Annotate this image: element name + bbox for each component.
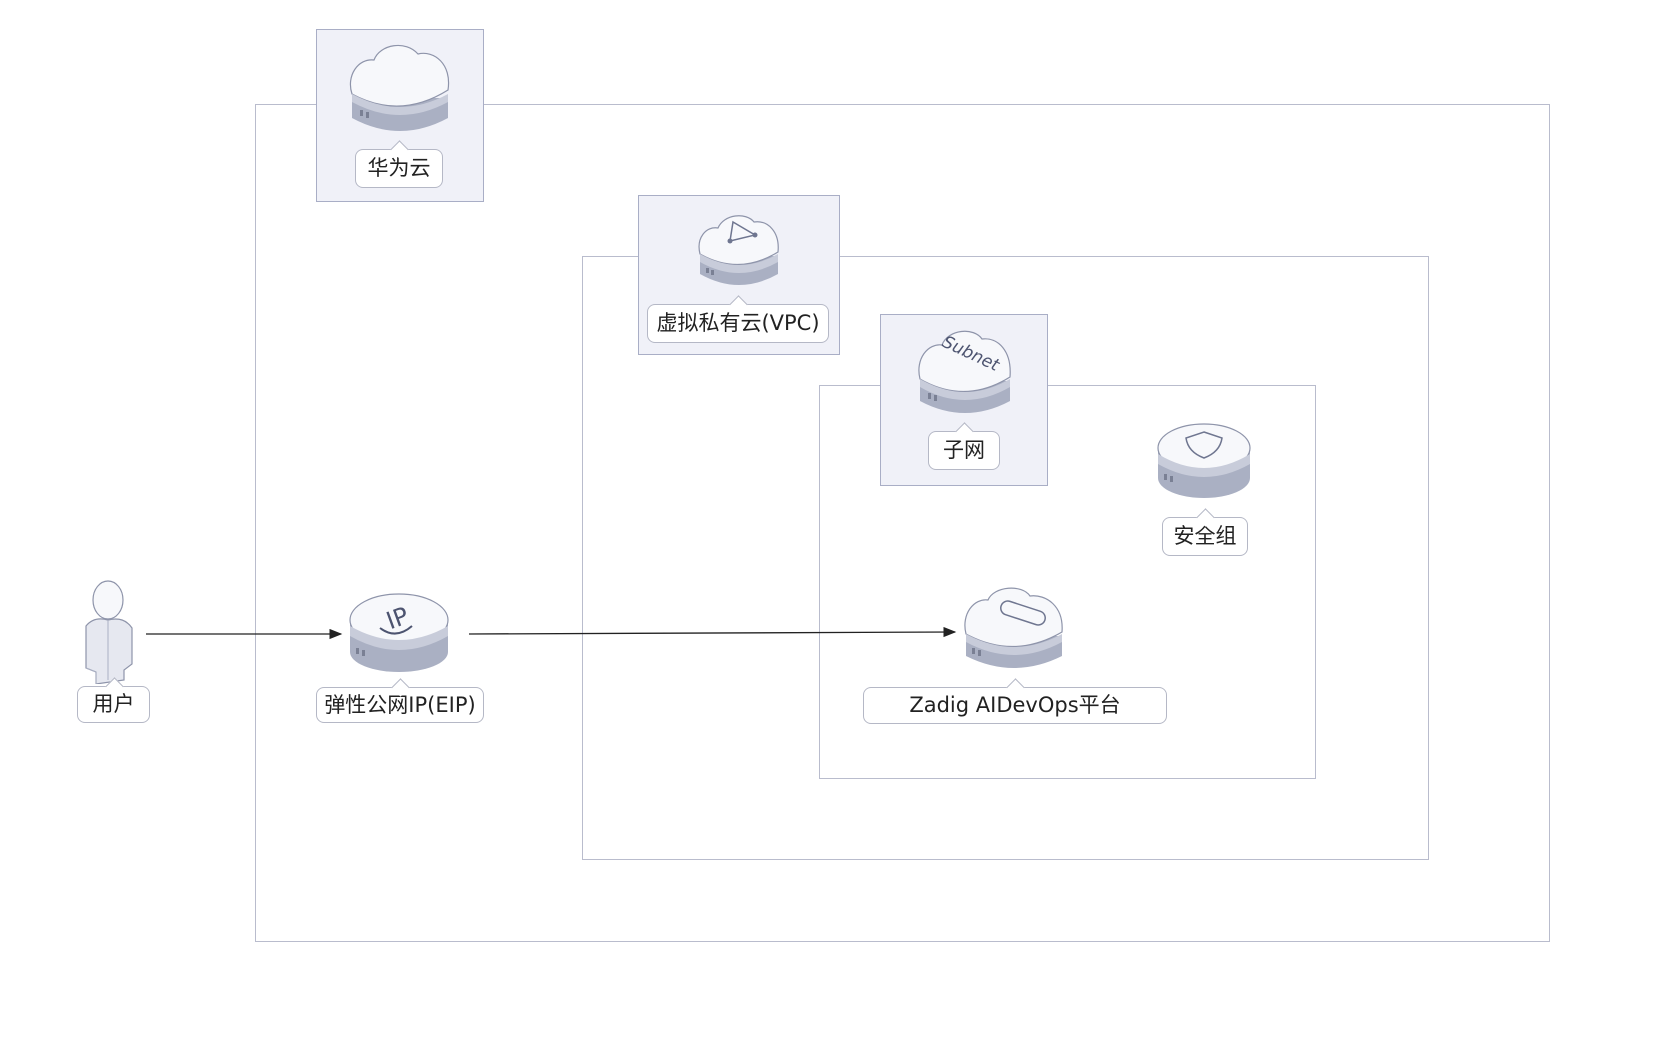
eip-label: 弹性公网IP(EIP) bbox=[316, 687, 484, 723]
subnet-frame bbox=[819, 385, 1316, 779]
edge-eip-to-zadig bbox=[468, 626, 957, 638]
user-icon bbox=[85, 580, 133, 684]
shield-cylinder-icon bbox=[1157, 423, 1251, 498]
cloud-server-icon bbox=[349, 44, 450, 131]
huawei-cloud-label: 华为云 bbox=[355, 149, 443, 188]
huawei-cloud-frame bbox=[255, 104, 1550, 942]
vpc-frame bbox=[582, 256, 1429, 860]
subnet-cloud-icon: Subnet bbox=[918, 330, 1011, 413]
ip-cylinder-icon: IP bbox=[349, 593, 449, 672]
vpc-cloud-icon bbox=[698, 215, 779, 285]
vpc-label: 虚拟私有云(VPC) bbox=[647, 304, 829, 343]
security-group-label: 安全组 bbox=[1162, 517, 1248, 556]
subnet-label: 子网 bbox=[928, 431, 1000, 470]
user-label: 用户 bbox=[77, 686, 150, 723]
zadig-label: Zadig AIDevOps平台 bbox=[863, 687, 1167, 724]
devops-cloud-icon bbox=[964, 587, 1063, 668]
